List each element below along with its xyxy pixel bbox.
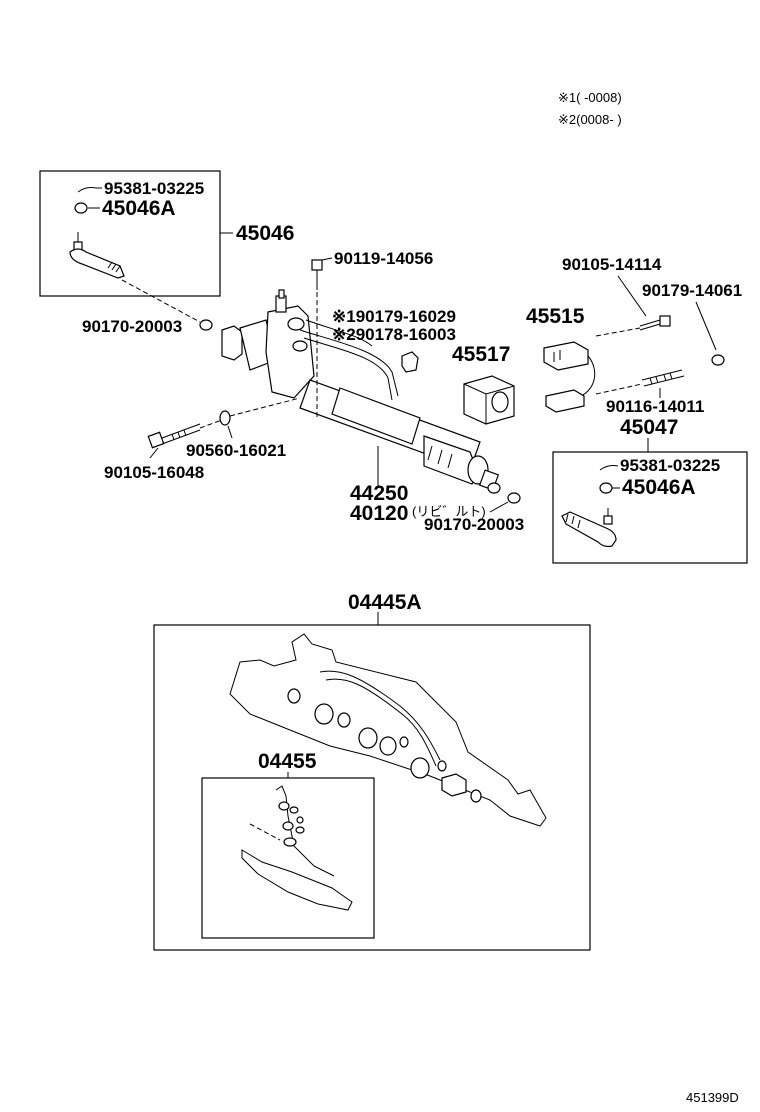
part-90179-16029-label[interactable]: ※190179-16029: [332, 307, 456, 326]
grease-fitting-icon: [77, 187, 97, 193]
grease-fitting-right-icon: [599, 465, 619, 471]
part-90178-16003-label[interactable]: ※290178-16003: [332, 325, 456, 344]
part-90179-14061-label[interactable]: 90179-14061: [642, 281, 742, 300]
part-90560-16021-label[interactable]: 90560-16021: [186, 441, 286, 460]
stud-bolt-90116-icon: [641, 369, 685, 387]
note-1: ※1( -0008): [558, 90, 622, 105]
nut-90179-14061-icon: [711, 354, 725, 366]
bolt-90119-icon: [311, 259, 323, 290]
part-40120-rebuilt-note: (リビ゛ルト): [412, 504, 486, 519]
note-2: ※2(0008- ): [558, 112, 622, 127]
part-40120-label[interactable]: 40120: [350, 502, 408, 525]
part-95381-03225-bottom-label[interactable]: 95381-03225: [620, 456, 720, 475]
part-45046A-bottom-label[interactable]: 45046A: [622, 476, 696, 499]
steering-rack-housing-icon: [221, 289, 501, 494]
nut-90179-icon: [401, 351, 419, 373]
part-45517-label[interactable]: 45517: [452, 343, 510, 366]
bolt-90105-14114-icon: [639, 315, 671, 331]
part-45046-label[interactable]: 45046: [236, 222, 294, 245]
gasket-kit-valve-section-icon: [241, 785, 353, 911]
part-45046A-top-label[interactable]: 45046A: [102, 197, 176, 220]
part-90116-14011-label[interactable]: 90116-14011: [606, 397, 704, 416]
gasket-kit-rack-section-icon: [229, 633, 547, 827]
diagram-id: 451399D: [686, 1090, 739, 1105]
tie-rod-end-right-box: [552, 451, 748, 564]
castle-nut-icon: [74, 202, 88, 214]
tie-rod-end-right-icon: [561, 508, 617, 548]
part-90105-16048-label[interactable]: 90105-16048: [104, 463, 204, 482]
lock-nut-left-icon: [199, 319, 213, 331]
part-45047-label[interactable]: 45047: [620, 416, 678, 439]
gasket-kit-04445A-box: [153, 624, 591, 951]
rack-bracket-icon: [543, 341, 596, 413]
tie-rod-end-left-icon: [69, 232, 125, 279]
part-04445A-label[interactable]: 04445A: [348, 591, 422, 614]
part-45515-label[interactable]: 45515: [526, 305, 585, 328]
bolt-90105-16048-icon: [147, 423, 201, 449]
lock-nut-right-icon: [507, 492, 521, 504]
washer-90560-icon: [219, 410, 231, 426]
part-90119-14056-label[interactable]: 90119-14056: [334, 249, 433, 268]
part-04455-label[interactable]: 04455: [258, 750, 317, 773]
part-44250-label[interactable]: 44250: [350, 482, 408, 505]
gasket-kit-04455-box: [201, 777, 375, 939]
rack-bushing-icon: [463, 375, 515, 425]
part-90170-20003-left-label[interactable]: 90170-20003: [82, 317, 182, 336]
castle-nut-right-icon: [599, 482, 613, 494]
part-95381-03225-top-label[interactable]: 95381-03225: [104, 179, 204, 198]
part-90170-20003-right-label[interactable]: 90170-20003: [424, 515, 524, 534]
part-90105-14114-label[interactable]: 90105-14114: [562, 255, 662, 274]
